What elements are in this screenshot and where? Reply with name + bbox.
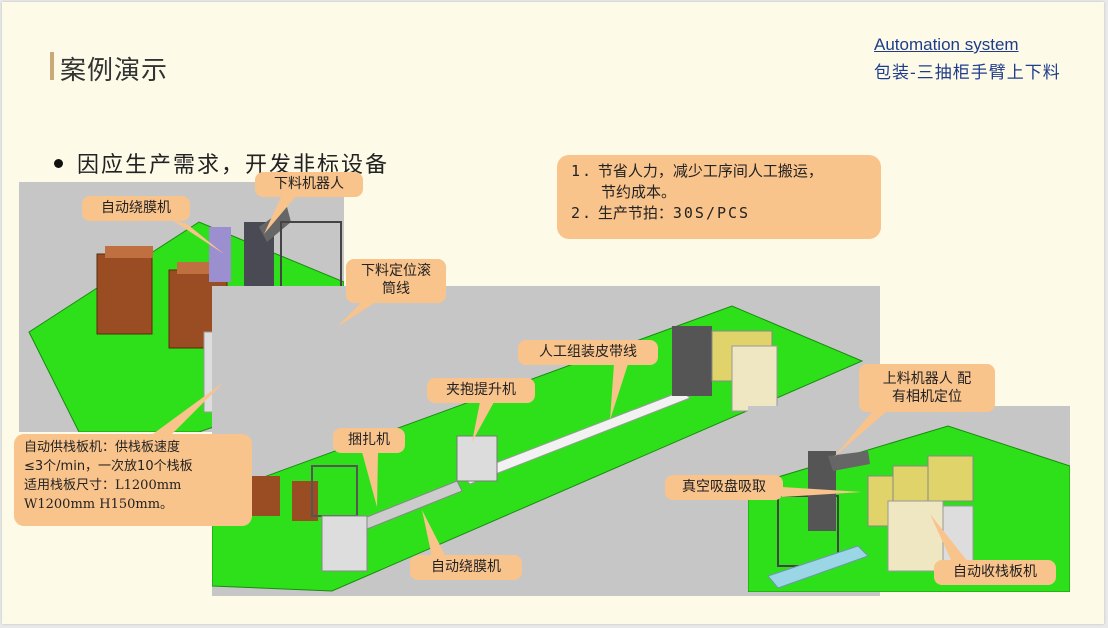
system-subtitle: 包装-三抽柜手臂上下料 bbox=[874, 63, 1061, 83]
label-load-robot-camera: 上料机器人 配 有相机定位 bbox=[859, 364, 995, 412]
image-load-cell bbox=[748, 406, 1070, 592]
label-strapping: 捆扎机 bbox=[333, 428, 405, 453]
title-accent-bar bbox=[50, 52, 54, 80]
label-auto-wrap-top: 自动绕膜机 bbox=[82, 196, 190, 221]
label-vacuum-suction: 真空吸盘吸取 bbox=[665, 475, 783, 500]
page-title: 案例演示 bbox=[60, 56, 169, 86]
label-auto-wrap-bottom: 自动绕膜机 bbox=[410, 555, 522, 580]
label-unload-roller-line: 下料定位滚 筒线 bbox=[346, 259, 446, 303]
label-manual-belt: 人工组装皮带线 bbox=[518, 340, 658, 365]
automation-system-link[interactable]: Automation system bbox=[874, 35, 1019, 54]
bullet-dot-icon bbox=[54, 158, 63, 168]
label-clamp-lift: 夹抱提升机 bbox=[427, 378, 535, 403]
label-unload-robot: 下料机器人 bbox=[255, 172, 363, 197]
label-auto-pallet-collect: 自动收栈板机 bbox=[934, 560, 1056, 585]
benefits-note: 1. 节省人力，减少工序间人工搬运， 节约成本。 2. 生产节拍：30S/PCS bbox=[557, 155, 881, 239]
label-auto-pallet-supply: 自动供栈板机：供栈板速度 ≤3个/min，一次放10个栈板 适用栈板尺寸：L12… bbox=[14, 434, 252, 526]
